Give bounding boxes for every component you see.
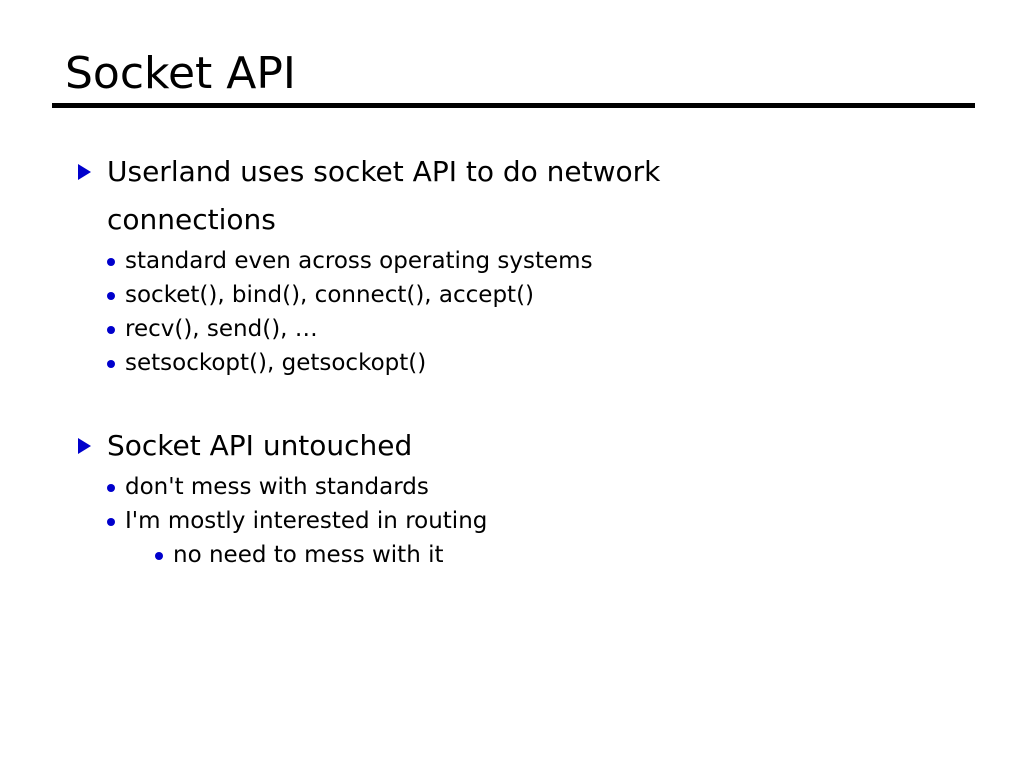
title-divider xyxy=(52,103,975,108)
title-block: Socket API xyxy=(52,48,975,108)
outline-item-level2-label: I'm mostly interested in routing xyxy=(125,508,488,534)
outline-list: Userland uses socket API to do network c… xyxy=(0,148,1024,572)
outline-item-level2-label: don't mess with standards xyxy=(125,474,429,500)
outline-item-level2: standard even across operating systems xyxy=(0,244,1024,278)
round-dot-bullet-icon xyxy=(107,292,115,300)
triangle-right-bullet-icon xyxy=(78,164,91,180)
outline-item-level2: setsockopt(), getsockopt() xyxy=(0,346,1024,380)
round-dot-bullet-icon xyxy=(107,518,115,526)
sub-list-group-2: don't mess with standards I'm mostly int… xyxy=(0,470,1024,572)
outline-item-level2-label: socket(), bind(), connect(), accept() xyxy=(125,282,535,308)
outline-item-level2-label: standard even across operating systems xyxy=(125,248,593,274)
round-dot-bullet-icon xyxy=(107,484,115,492)
sub-list-group-1: standard even across operating systems s… xyxy=(0,244,1024,380)
outline-item-level1: Socket API untouched xyxy=(0,422,1024,470)
outline-item-level3: no need to mess with it xyxy=(0,538,1024,572)
triangle-right-bullet-icon xyxy=(78,438,91,454)
outline-item-level1: Userland uses socket API to do network c… xyxy=(0,148,1024,244)
outline-item-level2: socket(), bind(), connect(), accept() xyxy=(0,278,1024,312)
slide-body: Userland uses socket API to do network c… xyxy=(0,148,1024,572)
group-spacer xyxy=(0,380,1024,422)
page-title: Socket API xyxy=(65,48,296,99)
round-dot-bullet-icon xyxy=(107,258,115,266)
outline-item-level2: recv(), send(), … xyxy=(0,312,1024,346)
outline-item-level2: I'm mostly interested in routing xyxy=(0,504,1024,538)
round-dot-bullet-icon xyxy=(107,360,115,368)
outline-item-level2-label: setsockopt(), getsockopt() xyxy=(125,350,427,376)
outline-item-level3-label: no need to mess with it xyxy=(173,542,444,568)
round-dot-bullet-icon xyxy=(155,552,163,560)
round-dot-bullet-icon xyxy=(107,326,115,334)
outline-item-level1-label: Userland uses socket API to do network c… xyxy=(107,155,661,236)
outline-item-level1-label: Socket API untouched xyxy=(107,429,413,462)
outline-item-level2: don't mess with standards xyxy=(0,470,1024,504)
outline-item-level2-label: recv(), send(), … xyxy=(125,316,318,342)
